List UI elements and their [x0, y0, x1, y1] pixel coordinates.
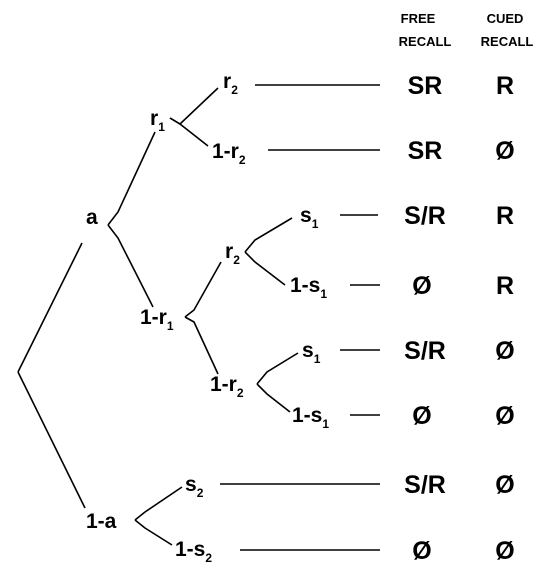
label-s1-b: s1: [302, 339, 321, 366]
label-1-r1: 1-r1: [140, 306, 174, 333]
cued-outcome-2: Ø: [495, 137, 514, 165]
cued-recall-header-line1: CUED: [487, 11, 524, 26]
cued-outcome-6: Ø: [495, 402, 514, 430]
free-outcome-5: S/R: [404, 337, 446, 365]
label-r2-mid: r2: [225, 240, 240, 267]
label-1-s2: 1-s2: [175, 538, 212, 565]
edge-r1-r2: [169, 87, 219, 125]
label-a: a: [86, 206, 98, 229]
label-1-r2-mid: 1-r2: [210, 373, 244, 400]
edge-r2-1-s1: [244, 251, 286, 286]
edge-r1-1-r2: [169, 117, 209, 147]
free-recall-header-line2: RECALL: [399, 34, 452, 49]
edge-root-1-a: [17, 371, 86, 509]
node-labels: a 1-a r1 1-r1 r2 1-r2 r2 1-r2 s1 1-s1 s1…: [86, 70, 329, 565]
edge-1-a-1-s2: [134, 519, 173, 546]
edge-root-a: [17, 242, 83, 373]
cued-recall-header-line2: RECALL: [481, 34, 534, 49]
cued-outcome-1: R: [496, 72, 514, 100]
label-r2-top: r2: [223, 70, 238, 97]
edge-a-r1: [107, 131, 156, 226]
label-s1-a: s1: [300, 204, 319, 231]
edge-1-a-s2: [134, 486, 183, 521]
cued-outcome-4: R: [496, 272, 514, 300]
outcome-table: SR R SR Ø S/R R Ø R S/R Ø Ø Ø S/R Ø Ø Ø: [404, 72, 515, 565]
cued-outcome-3: R: [496, 202, 514, 230]
edge-1-r1-1-r2: [184, 316, 219, 375]
label-r1: r1: [150, 107, 165, 134]
label-1-a: 1-a: [86, 510, 117, 533]
edge-1-r2-1-s1: [256, 383, 291, 413]
cued-outcome-8: Ø: [495, 537, 514, 565]
label-s2: s2: [185, 473, 204, 500]
free-outcome-3: S/R: [404, 202, 446, 230]
cued-outcome-7: Ø: [495, 471, 514, 499]
free-outcome-4: Ø: [412, 272, 431, 300]
free-outcome-6: Ø: [412, 402, 431, 430]
cued-outcome-5: Ø: [495, 337, 514, 365]
label-1-r2-top: 1-r2: [212, 140, 246, 167]
free-recall-header-line1: FREE: [401, 11, 436, 26]
label-1-s1-a: 1-s1: [290, 274, 327, 301]
free-outcome-8: Ø: [412, 537, 431, 565]
edge-r2-s1: [244, 217, 293, 253]
label-1-s1-b: 1-s1: [292, 404, 329, 431]
free-outcome-1: SR: [408, 72, 443, 100]
edge-1-r1-r2: [184, 261, 222, 318]
tree-edges: [17, 84, 380, 551]
free-outcome-2: SR: [408, 137, 443, 165]
edge-1-r2-s1: [256, 352, 299, 385]
free-outcome-7: S/R: [404, 471, 446, 499]
edge-a-1-r1: [107, 224, 154, 308]
